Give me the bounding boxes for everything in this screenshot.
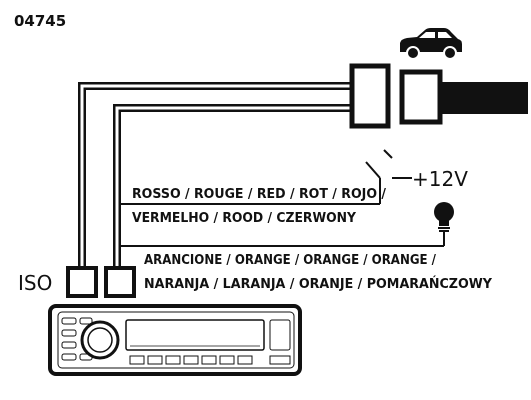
harness-wire-outer: [78, 82, 352, 268]
iso-connector-right: [104, 266, 136, 298]
car-icon: [400, 28, 462, 60]
harness-wire-inner: [113, 104, 352, 268]
car-radio-icon: [48, 304, 302, 376]
iso-label: ISO: [18, 271, 52, 295]
vehicle-cable: [440, 82, 528, 114]
radio-side-connector: [349, 63, 391, 129]
voltage-label: +12V: [412, 167, 468, 191]
iso-connector-left: [66, 266, 98, 298]
vehicle-side-connector: [399, 69, 443, 125]
red-wire-label-line1: ROSSO / ROUGE / RED / ROT / ROJO /: [132, 186, 386, 202]
orange-wire: [120, 232, 445, 247]
light-bulb-icon: [434, 202, 454, 232]
orange-wire-label-line2: NARANJA / LARANJA / ORANJE / POMARAŃCZOW…: [144, 274, 492, 292]
red-wire: [120, 149, 412, 205]
orange-wire-label-line1: ARANCIONE / ORANGE / ORANGE / ORANGE /: [144, 252, 436, 268]
product-code: 04745: [14, 12, 66, 30]
red-wire-label-line2: VERMELHO / ROOD / CZERWONY: [132, 210, 356, 226]
